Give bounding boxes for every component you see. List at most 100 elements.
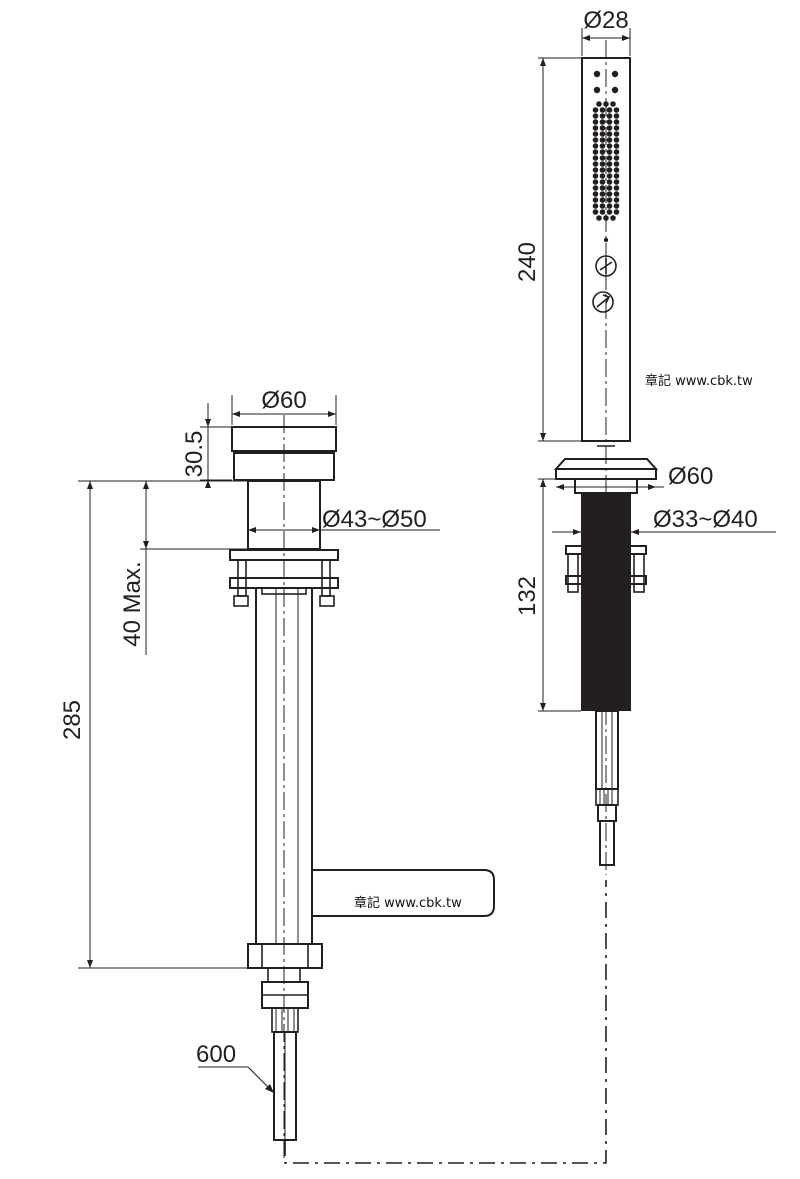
right-dimension-lines <box>538 28 776 712</box>
nozzle-dot <box>592 107 599 113</box>
nozzle-dot <box>592 197 599 203</box>
nozzle-dot <box>606 173 613 179</box>
nozzle-dot <box>606 197 613 203</box>
right-holder-height-label: 132 <box>514 576 541 616</box>
nozzle-dot <box>613 137 620 143</box>
nozzle-dot <box>610 215 616 221</box>
nozzle-dot <box>613 149 620 155</box>
left-dimension-lines <box>78 395 440 1094</box>
nozzle-dot <box>613 209 620 215</box>
nozzle-dot <box>611 86 619 94</box>
nozzle-dot <box>599 137 606 143</box>
nozzle-dot <box>606 149 613 155</box>
nozzle-dot <box>606 161 613 167</box>
nozzle-dot <box>592 143 599 149</box>
nozzle-dot <box>592 161 599 167</box>
nozzle-dot <box>592 203 599 209</box>
nozzle-dot <box>593 86 601 94</box>
spray-nozzle-dots <box>592 70 620 243</box>
nozzle-dot <box>599 131 606 137</box>
left-total-height-label: 285 <box>59 700 86 740</box>
nozzle-dot <box>613 203 620 209</box>
nozzle-dot <box>613 173 620 179</box>
nozzle-dot <box>599 191 606 197</box>
nozzle-dot <box>592 137 599 143</box>
nozzle-dot <box>592 179 599 185</box>
nozzle-dot <box>592 149 599 155</box>
nozzle-dot <box>606 191 613 197</box>
nozzle-dot <box>599 173 606 179</box>
nozzle-dot <box>606 137 613 143</box>
nozzle-dot <box>606 167 613 173</box>
nozzle-dot <box>606 107 613 113</box>
nozzle-dot <box>592 185 599 191</box>
nozzle-dot <box>592 173 599 179</box>
nozzle-dot <box>592 191 599 197</box>
nozzle-dot <box>599 197 606 203</box>
nozzle-dot <box>599 185 606 191</box>
nozzle-dot <box>592 119 599 125</box>
left-diameter-top-label: Ø60 <box>261 387 306 414</box>
left-cap-height-label: 30.5 <box>181 431 208 478</box>
nozzle-dot <box>613 107 620 113</box>
nozzle-dot <box>599 179 606 185</box>
nozzle-dot <box>606 113 613 119</box>
nozzle-dot <box>596 101 602 107</box>
nozzle-dot <box>599 209 606 215</box>
left-hose-length-label: 600 <box>196 1041 236 1068</box>
left-valve-assembly <box>229 426 495 1141</box>
nozzle-dot <box>599 113 606 119</box>
nozzle-dot <box>613 155 620 161</box>
nozzle-dot <box>599 161 606 167</box>
nozzle-dot <box>606 203 613 209</box>
nozzle-dot <box>599 203 606 209</box>
nozzle-dot <box>613 185 620 191</box>
nozzle-dot <box>606 131 613 137</box>
hose-route-line <box>284 880 607 1164</box>
nozzle-dot <box>606 119 613 125</box>
nozzle-dot <box>599 143 606 149</box>
nozzle-dot <box>592 113 599 119</box>
nozzle-dot <box>599 119 606 125</box>
nozzle-dot <box>592 131 599 137</box>
left-hole-diameter-label: Ø43~Ø50 <box>322 506 427 533</box>
right-handle-length-label: 240 <box>514 242 541 282</box>
nozzle-dot <box>613 197 620 203</box>
nozzle-dot <box>593 70 601 78</box>
nozzle-dot <box>610 101 616 107</box>
left-deck-thickness-label: 40 Max. <box>119 561 146 646</box>
right-base-diameter-label: Ø60 <box>668 463 713 490</box>
watermark-upper: 章記 www.cbk.tw <box>645 373 753 389</box>
nozzle-dot <box>613 131 620 137</box>
nozzle-dot <box>596 215 602 221</box>
nozzle-dot <box>592 209 599 215</box>
nozzle-dot <box>599 125 606 131</box>
nozzle-dot <box>606 155 613 161</box>
flow-button-icon <box>592 291 614 313</box>
nozzle-dot <box>613 179 620 185</box>
nozzle-dot <box>613 143 620 149</box>
nozzle-dot <box>599 155 606 161</box>
nozzle-dot <box>592 125 599 131</box>
nozzle-dot <box>603 237 609 243</box>
right-hole-diameter-label: Ø33~Ø40 <box>653 506 758 533</box>
nozzle-dot <box>613 113 620 119</box>
nozzle-dot <box>606 179 613 185</box>
nozzle-dot <box>613 191 620 197</box>
nozzle-dot <box>599 107 606 113</box>
nozzle-dot <box>613 161 620 167</box>
right-handle-diameter-label: Ø28 <box>583 7 628 34</box>
nozzle-dot <box>606 185 613 191</box>
nozzle-dot <box>592 167 599 173</box>
nozzle-dot <box>613 167 620 173</box>
nozzle-dot <box>606 209 613 215</box>
nozzle-dot <box>606 143 613 149</box>
nozzle-dot <box>592 155 599 161</box>
nozzle-dot <box>606 125 613 131</box>
nozzle-dot <box>613 125 620 131</box>
nozzle-dot <box>611 70 619 78</box>
nozzle-dot <box>599 149 606 155</box>
nozzle-dot <box>599 167 606 173</box>
watermark-lower: 章記 www.cbk.tw <box>354 895 462 911</box>
